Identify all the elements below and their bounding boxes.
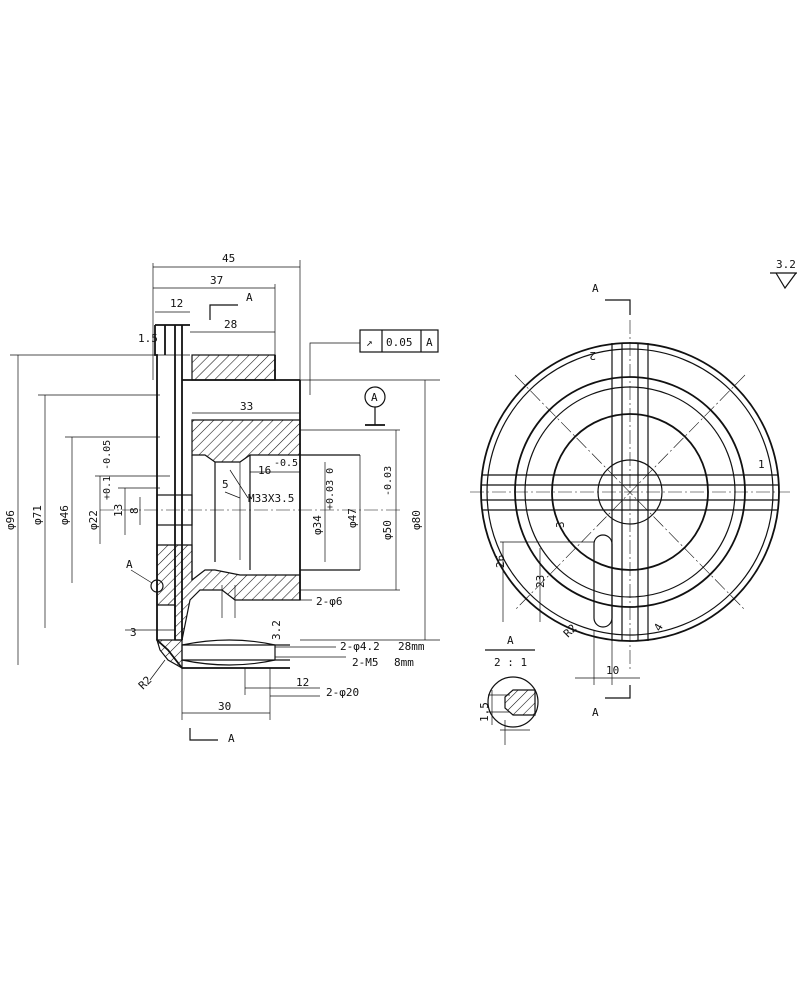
roughness-value: 3.2 — [776, 258, 796, 271]
thread-m33: M33X3.5 — [248, 492, 294, 505]
depth-8mm: 8mm — [394, 656, 414, 669]
dim-12-top: 12 — [170, 297, 183, 310]
dim-phi50-tol: -0.03 — [383, 466, 394, 496]
front-dim-26: 26 — [494, 555, 507, 568]
dim-phi71: φ71 — [31, 505, 44, 525]
front-view: A 2 1 3 26 23 R2 4 10 — [470, 282, 790, 719]
roughness-symbol: 3.2 — [770, 258, 797, 290]
holes-2-phi6: 2-φ6 — [316, 595, 343, 608]
tolerance-symbol: ↗ — [366, 336, 373, 349]
dim-phi22: φ22 — [87, 510, 100, 530]
dim-phi80: φ80 — [410, 510, 423, 530]
detail-dim-1-5: 1.5 — [478, 702, 491, 722]
dim-45: 45 — [222, 252, 235, 265]
section-a-top-label: A — [246, 291, 253, 304]
detail-label: A — [507, 634, 514, 647]
detail-marker-a: A — [126, 558, 133, 571]
dim-28: 28 — [224, 318, 237, 331]
dim-phi34: φ34 — [311, 515, 324, 535]
dim-33: 33 — [240, 400, 253, 413]
section-a-bottom-label: A — [228, 732, 235, 745]
dim-phi46: φ46 — [58, 505, 71, 525]
dim-phi47: φ47 — [346, 508, 359, 528]
dim-1-5: 1.5 — [138, 332, 158, 345]
dim-12-bottom: 12 — [296, 676, 309, 689]
dim-13: 13 — [112, 504, 125, 517]
holes-2-phi20: 2-φ20 — [326, 686, 359, 699]
tolerance-datum: A — [426, 336, 433, 349]
radius-r2: R2 — [136, 674, 155, 693]
dim-8: 8 — [128, 507, 141, 514]
detail-scale: 2 : 1 — [494, 656, 527, 669]
front-label-2: 2 — [589, 349, 596, 362]
dim-phi22-tol: +0.1 -0.05 — [102, 440, 113, 500]
front-label-1: 1 — [758, 458, 765, 471]
tolerance-value: 0.05 — [386, 336, 413, 349]
side-section-view: 45 37 12 28 1.5 A φ96 φ71 φ46 φ22 +0.1 -… — [4, 252, 440, 745]
dim-5: 5 — [222, 478, 229, 491]
front-label-3: 3 — [554, 521, 567, 528]
dim-16-tol: -0.5 — [274, 458, 298, 469]
thread-2-m5: 2-M5 — [352, 656, 379, 669]
front-section-a-bottom: A — [592, 706, 599, 719]
datum-a: A — [371, 391, 378, 404]
dim-3: 3 — [130, 626, 137, 639]
front-dim-23: 23 — [534, 575, 547, 588]
dim-30: 30 — [218, 700, 231, 713]
depth-28mm: 28mm — [398, 640, 425, 653]
front-section-a-top: A — [592, 282, 599, 295]
dim-phi96: φ96 — [4, 510, 17, 530]
front-label-4: 4 — [651, 621, 666, 634]
dim-phi50: φ50 — [381, 520, 394, 540]
front-dim-10: 10 — [606, 664, 619, 677]
dim-37: 37 — [210, 274, 223, 287]
detail-view: A 2 : 1 1.5 — [478, 634, 539, 745]
dim-16: 16 — [258, 464, 271, 477]
dim-3-2: 3.2 — [270, 620, 283, 640]
holes-2-phi4-2: 2-φ4.2 — [340, 640, 380, 653]
dim-phi34-tol: +0.03 0 — [325, 468, 336, 510]
